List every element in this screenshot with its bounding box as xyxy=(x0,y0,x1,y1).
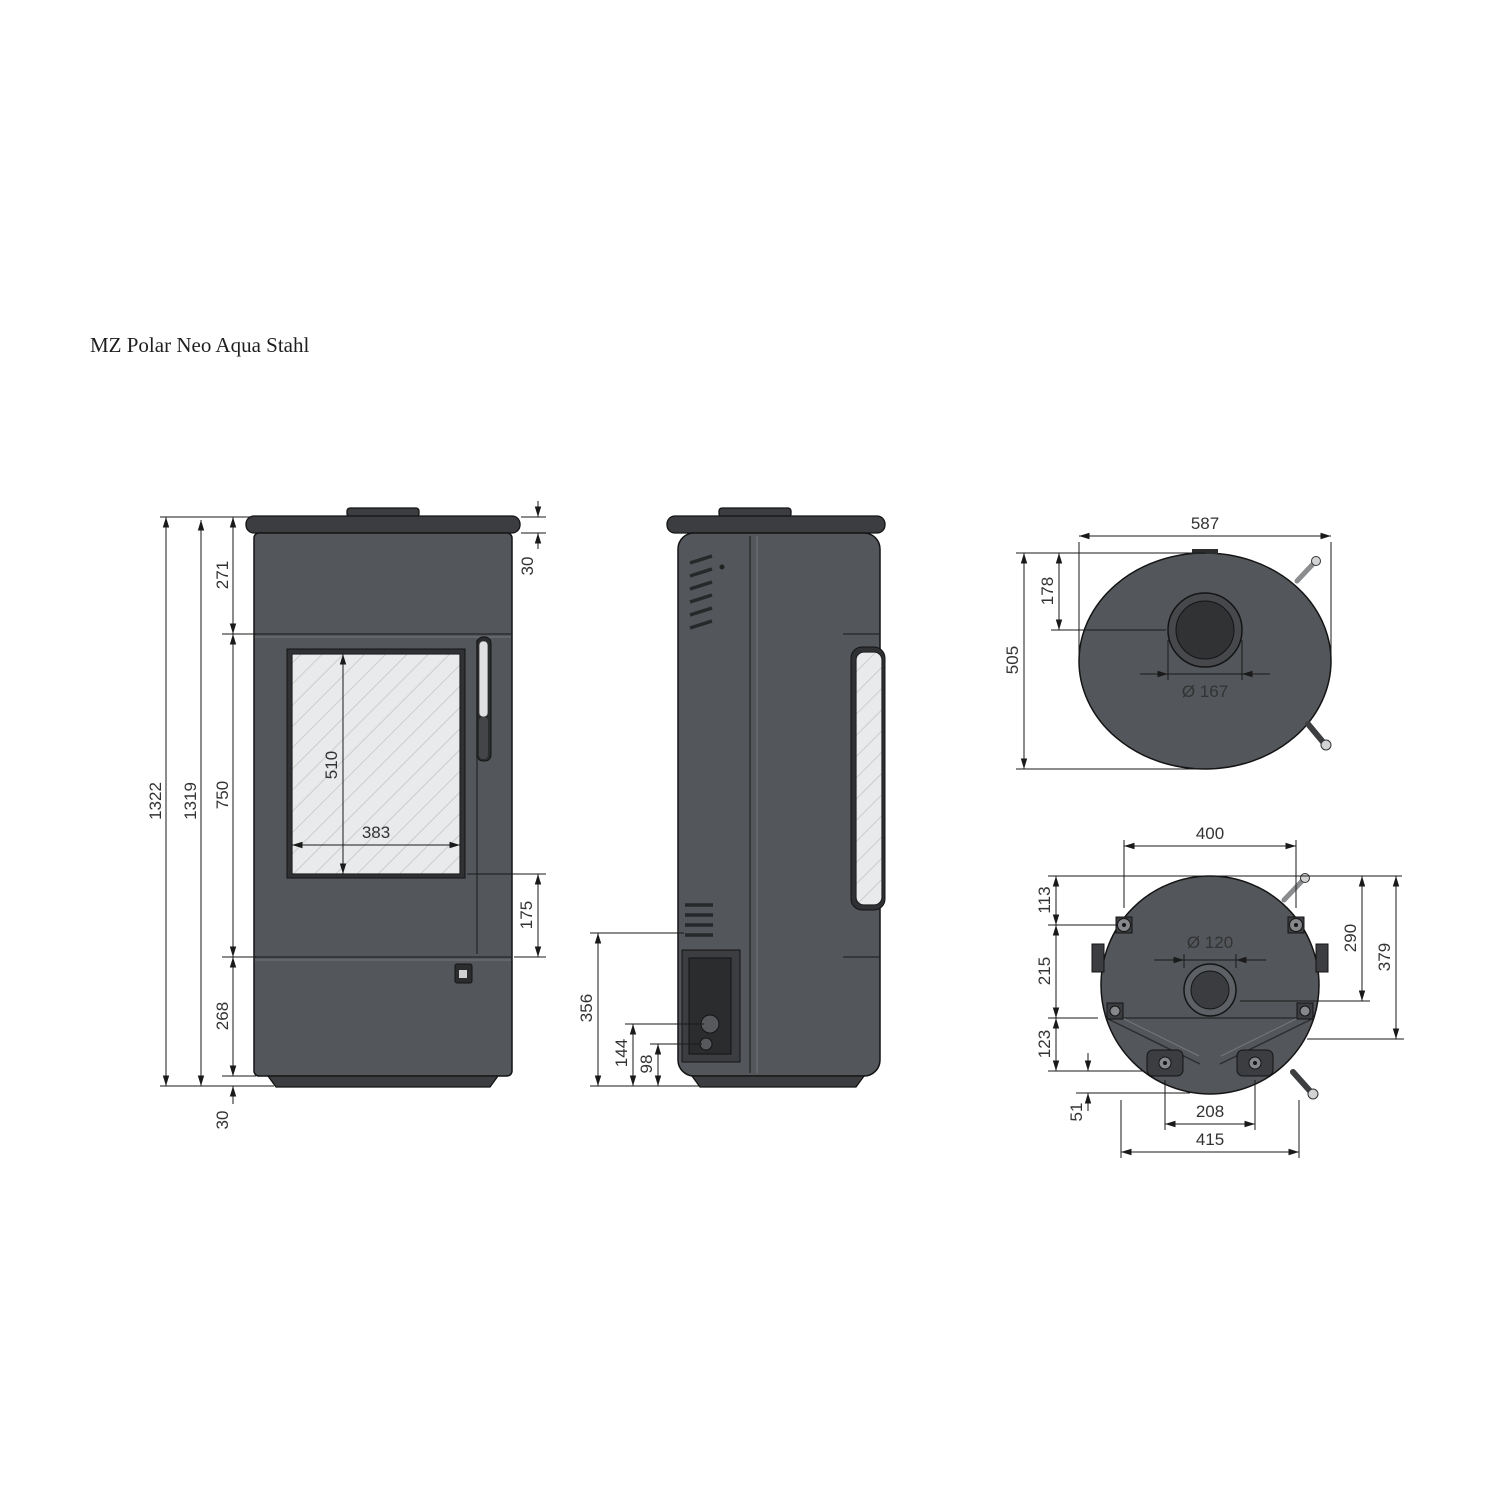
bottom-foot-bolt-left-dot xyxy=(1163,1061,1167,1065)
bottom-bracket-tab-left xyxy=(1091,943,1105,973)
bottom-bracket-v-right xyxy=(1219,1017,1315,1065)
top-lower-handle-knob xyxy=(1320,739,1332,751)
bottom-bolt-br xyxy=(1299,1005,1311,1017)
bottom-bolt-bl xyxy=(1109,1005,1121,1017)
dim-text-bottom-379: 379 xyxy=(1375,943,1394,971)
side-boiler-panel xyxy=(688,957,732,1055)
dim-text-bottom-inlet-diameter: Ø 120 xyxy=(1187,933,1233,952)
front-stove xyxy=(245,507,521,1088)
dim-text-front-top-section: 271 xyxy=(213,561,232,589)
dim-text-top-flue-offset: 178 xyxy=(1038,577,1057,605)
dim-text-side-connection-height: 356 xyxy=(577,994,596,1022)
dim-text-front-base-height: 30 xyxy=(213,1111,232,1130)
bottom-handle-knob xyxy=(1300,873,1310,883)
bottom-bolt-tl-dot xyxy=(1122,923,1126,927)
top-flue-opening xyxy=(1175,600,1235,660)
side-view: 356 144 98 xyxy=(577,507,886,1088)
dim-text-bottom-113: 113 xyxy=(1035,886,1054,913)
dim-text-bottom-123: 123 xyxy=(1035,1030,1054,1058)
dim-text-bottom-290: 290 xyxy=(1341,924,1360,952)
dim-text-front-top-plate: 30 xyxy=(518,557,537,576)
dim-text-front-total-height: 1322 xyxy=(146,782,165,820)
dim-text-top-depth: 505 xyxy=(1003,646,1022,674)
bottom-handle-arm xyxy=(1281,878,1305,903)
bottom-bolt-tr-dot xyxy=(1294,923,1298,927)
dim-text-side-return-height: 144 xyxy=(612,1039,631,1067)
front-latch-button xyxy=(459,970,467,978)
drawing-title: MZ Polar Neo Aqua Stahl xyxy=(90,333,309,357)
dim-text-front-body-height: 1319 xyxy=(181,782,200,820)
top-dimensions: 587 505 178 Ø 167 xyxy=(1003,514,1332,770)
front-dimensions: 1322 1319 271 750 268 30 30 510 383 175 xyxy=(146,501,546,1129)
bottom-lower-handle-arm xyxy=(1290,1069,1313,1094)
bottom-bracket-tab-right xyxy=(1315,943,1329,973)
top-stove xyxy=(1078,549,1332,770)
dim-text-front-glass-width: 383 xyxy=(362,823,390,842)
bottom-bracket-v-left xyxy=(1105,1017,1201,1065)
front-door-handle xyxy=(478,640,489,718)
side-screw xyxy=(719,564,725,570)
dim-text-bottom-base-width: 415 xyxy=(1196,1130,1224,1149)
dim-text-bottom-215: 215 xyxy=(1035,957,1054,985)
side-lower-vents xyxy=(685,903,713,937)
dim-text-bottom-bolt-width: 400 xyxy=(1196,824,1224,843)
side-top-plate xyxy=(666,515,886,534)
front-top-plate xyxy=(245,515,521,534)
top-handle-knob xyxy=(1311,556,1321,566)
dim-text-bottom-foot-width: 208 xyxy=(1196,1102,1224,1121)
side-glass-strip xyxy=(855,651,883,906)
bottom-air-inlet-hole xyxy=(1190,970,1230,1010)
dim-text-front-below-glass: 175 xyxy=(517,901,536,929)
top-lower-handle-arm xyxy=(1305,721,1326,745)
dim-text-side-drain-height: 98 xyxy=(637,1055,656,1074)
front-view: 1322 1319 271 750 268 30 30 510 383 175 xyxy=(146,501,546,1129)
bottom-dimensions: 400 113 215 123 51 290 379 Ø 120 xyxy=(1035,824,1404,1158)
top-edge-notch xyxy=(1192,549,1218,554)
bottom-foot-bolt-right-dot xyxy=(1253,1061,1257,1065)
side-stove xyxy=(666,507,886,1088)
front-handle-lower xyxy=(479,717,488,759)
side-base xyxy=(690,1075,866,1088)
dim-text-top-width: 587 xyxy=(1191,514,1219,533)
bottom-stove xyxy=(1091,873,1329,1100)
dim-text-bottom-51: 51 xyxy=(1067,1103,1086,1122)
bottom-lower-handle-knob xyxy=(1307,1088,1319,1100)
dim-text-top-flue-diameter: Ø 167 xyxy=(1182,682,1228,701)
side-upper-vents xyxy=(689,554,713,630)
top-handle-arm xyxy=(1294,561,1316,584)
side-dimensions: 356 144 98 xyxy=(577,932,704,1087)
front-window-glass xyxy=(291,653,461,875)
dim-text-front-glass-height: 510 xyxy=(322,751,341,779)
bottom-view: 400 113 215 123 51 290 379 Ø 120 xyxy=(1035,824,1404,1158)
front-base xyxy=(266,1075,500,1088)
dim-text-front-lower-section: 268 xyxy=(213,1002,232,1030)
top-view: 587 505 178 Ø 167 xyxy=(1003,514,1332,770)
dim-text-front-door-section: 750 xyxy=(213,781,232,809)
